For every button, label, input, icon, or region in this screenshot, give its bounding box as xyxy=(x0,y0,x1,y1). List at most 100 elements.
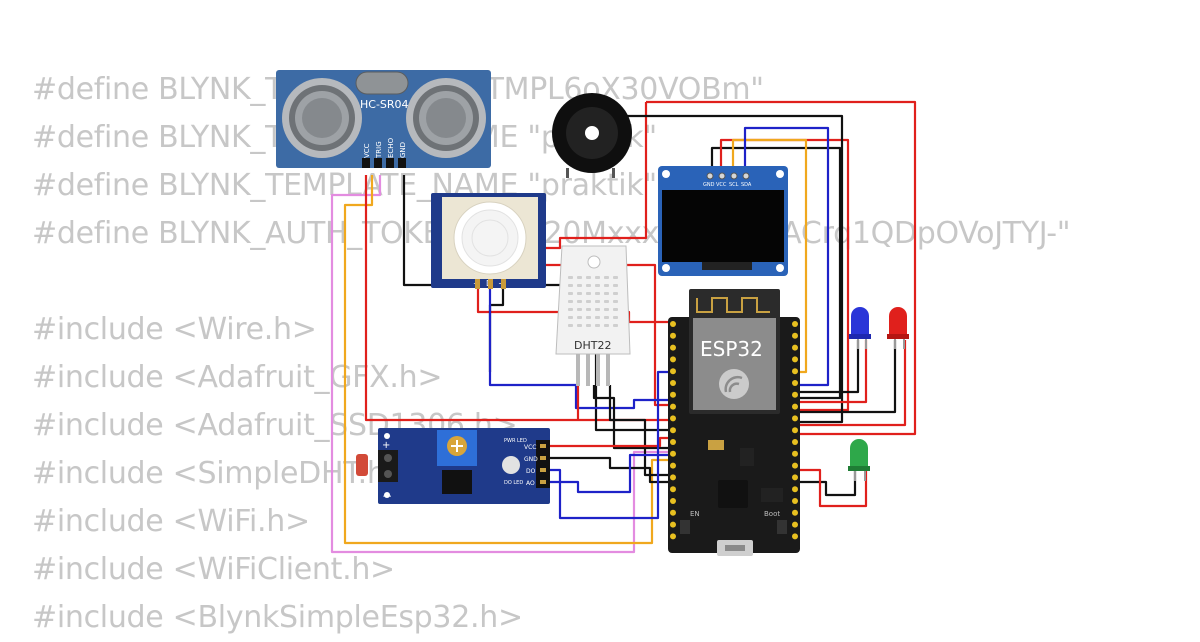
esp32-pin xyxy=(792,332,798,339)
photoresistor xyxy=(356,454,368,476)
dht22-vent xyxy=(604,324,609,327)
dht22-vents xyxy=(568,276,618,327)
esp32-pin xyxy=(792,321,798,327)
wire-pink xyxy=(330,175,672,554)
code-line: #include <Wire.h> xyxy=(32,312,317,347)
ldr-pin-vcc-label: VCC xyxy=(524,444,536,451)
esp32-board[interactable]: ESP32 EN Boot xyxy=(668,289,800,556)
esp32-pin xyxy=(670,344,676,351)
wire-oled-scl xyxy=(731,138,808,374)
wire-ldr-vcc xyxy=(540,436,672,448)
dht22-vent xyxy=(577,284,582,287)
dht22-vent xyxy=(595,300,600,303)
esp32-pin xyxy=(670,415,676,422)
dht22-vent xyxy=(568,292,573,295)
esp32-pin xyxy=(792,439,798,445)
espressif-logo-icon xyxy=(719,369,749,399)
esp32-pin xyxy=(792,356,798,363)
dht22-vent xyxy=(604,292,609,295)
dht22-vent xyxy=(595,324,600,327)
dht22-sensor[interactable]: DHT22 xyxy=(555,245,631,386)
esp32-pin xyxy=(792,403,798,410)
esp32-pin xyxy=(670,321,676,327)
wire-red-top-right xyxy=(646,100,917,436)
wire-blue-pir-data xyxy=(488,283,672,410)
esp32-pin xyxy=(670,439,676,445)
svg-text:+: + xyxy=(382,440,390,451)
dht22-vent xyxy=(595,292,600,295)
dht22-vent xyxy=(568,300,573,303)
esp32-pin xyxy=(670,486,676,493)
code-line: #include <BlynkSimpleEsp32.h> xyxy=(32,600,523,635)
dht22-vent xyxy=(577,292,582,295)
esp32-pin xyxy=(792,486,798,493)
dht22-vent xyxy=(577,308,582,311)
ldr-module[interactable]: + − PWR LED DO LED VCC GND DO AO xyxy=(356,428,550,504)
dht22-vent xyxy=(595,276,600,279)
esp32-pin xyxy=(792,427,798,434)
esp32-pin xyxy=(670,427,676,434)
oled-pin-vcc-label: VCC xyxy=(716,182,727,188)
led-green-icon[interactable] xyxy=(848,439,870,481)
dht22-vent xyxy=(613,316,618,319)
code-line: #include <WiFi.h> xyxy=(32,504,310,539)
wire-oled-gnd xyxy=(710,146,842,400)
ultrasonic-pin-gnd-label: GND xyxy=(399,142,407,158)
oled-pin-scl-label: SCL xyxy=(729,182,739,188)
ldr-pwr-led-label: PWR LED xyxy=(504,438,527,444)
dht22-vent xyxy=(577,276,582,279)
pir-sensor[interactable]: + D − xyxy=(431,193,546,289)
esp32-en-label: EN xyxy=(690,510,700,518)
dht22-vent xyxy=(613,300,618,303)
oled-display[interactable]: GND VCC SCL SDA xyxy=(658,166,788,276)
ldr-pin-gnd-label: GND xyxy=(524,456,538,463)
wire-led-green xyxy=(800,470,857,497)
ultrasonic-left-transducer xyxy=(282,78,362,158)
dht22-vent xyxy=(568,308,573,311)
dht22-vent xyxy=(586,300,591,303)
dht22-vent xyxy=(577,300,582,303)
wire-ldr-do xyxy=(540,370,672,520)
wire-oled-sda xyxy=(743,126,830,387)
esp32-pin xyxy=(670,450,676,457)
esp32-pin xyxy=(670,474,676,481)
ultrasonic-pin-vcc-label: VCC xyxy=(363,143,371,158)
dht22-vent xyxy=(595,308,600,311)
ldr-do-led-label: DO LED xyxy=(504,480,523,486)
ultrasonic-sensor[interactable]: HC-SR04 VCC TRIG ECHO GND xyxy=(276,70,491,168)
esp32-right-header xyxy=(792,321,798,540)
dht22-vent xyxy=(613,324,618,327)
dht22-vent xyxy=(604,284,609,287)
dht22-vent xyxy=(586,292,591,295)
esp32-pin xyxy=(792,498,798,504)
esp32-pin xyxy=(792,368,798,375)
dht22-vent xyxy=(604,276,609,279)
esp32-pin xyxy=(670,533,676,540)
led-red-icon[interactable] xyxy=(887,307,909,349)
code-line: #include <WiFiClient.h> xyxy=(32,552,395,587)
ldr-pin-ao-label: AO xyxy=(526,480,535,487)
esp32-pin xyxy=(670,380,676,386)
wire-dht-data xyxy=(592,385,672,450)
esp32-pin xyxy=(792,450,798,457)
wire-led-blue xyxy=(800,340,860,394)
code-line: #define BLYNK_TEMPLATE_NAME "praktik" xyxy=(32,168,657,203)
wire-led-red xyxy=(800,340,897,414)
esp32-left-header xyxy=(670,321,676,540)
oled-pin-sda-label: SDA xyxy=(741,182,752,188)
dht22-vent xyxy=(595,284,600,287)
svg-text:−: − xyxy=(382,489,392,503)
dht22-vent xyxy=(568,284,573,287)
ultrasonic-label: HC-SR04 xyxy=(360,98,409,111)
esp32-pin xyxy=(670,498,676,504)
esp32-label: ESP32 xyxy=(700,337,763,361)
esp32-pin xyxy=(670,356,676,363)
led-blue-icon[interactable] xyxy=(849,307,871,349)
esp32-pin xyxy=(792,474,798,481)
buzzer-icon[interactable] xyxy=(552,93,632,178)
dht22-vent xyxy=(568,324,573,327)
esp32-pin xyxy=(792,344,798,351)
dht22-vent xyxy=(604,300,609,303)
code-line: #include <SimpleDHT.h> xyxy=(32,456,411,491)
esp32-pin xyxy=(792,391,798,398)
